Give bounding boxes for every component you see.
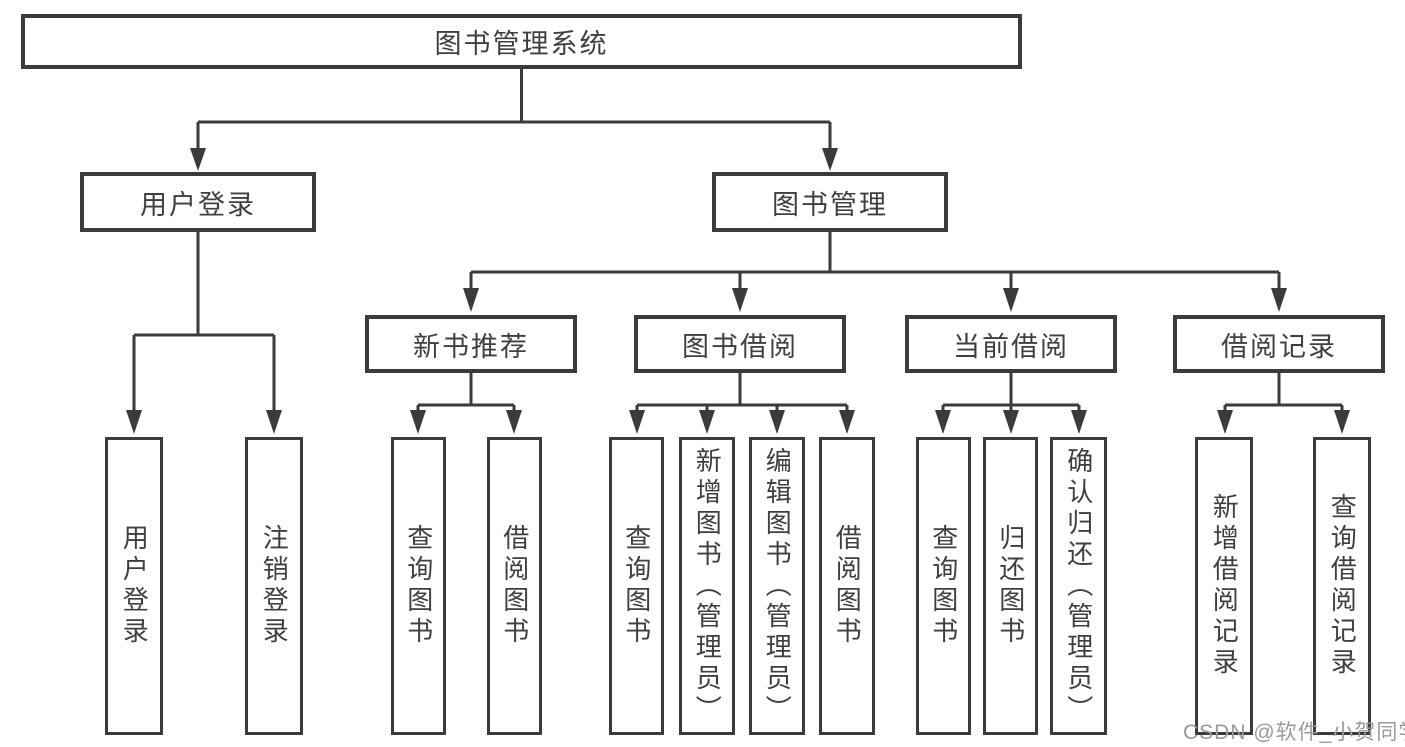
node-label: 借阅记录: [1221, 331, 1337, 362]
leaf-label: 确认归还（管理员）: [1063, 446, 1094, 726]
leaf-label: 编辑图书（管理员）: [762, 446, 793, 726]
leaf-label: 借阅图书: [832, 524, 863, 648]
leaf-borrow-books-2: 借阅图书: [819, 437, 875, 735]
leaf-label: 注销登录: [259, 524, 290, 648]
leaf-borrow-books-1: 借阅图书: [487, 437, 542, 735]
leaf-query-borrow-record: 查询借阅记录: [1313, 437, 1371, 735]
node-label: 用户登录: [140, 189, 256, 220]
leaf-label: 借阅图书: [499, 524, 530, 648]
node-label: 图书管理: [772, 189, 888, 220]
leaf-label: 查询图书: [403, 524, 434, 648]
leaf-confirm-return-admin: 确认归还（管理员）: [1050, 437, 1107, 735]
node-book-management: 图书管理: [712, 172, 948, 232]
leaf-query-books-3: 查询图书: [916, 437, 971, 735]
node-book-borrowing: 图书借阅: [634, 315, 846, 373]
leaf-query-books-1: 查询图书: [391, 437, 446, 735]
leaf-label: 查询图书: [621, 524, 652, 648]
node-user-login: 用户登录: [80, 172, 316, 232]
leaf-label: 用户登录: [119, 524, 150, 648]
leaf-logout: 注销登录: [245, 437, 303, 735]
leaf-user-login: 用户登录: [105, 437, 163, 735]
node-borrowing-records: 借阅记录: [1173, 315, 1385, 373]
leaf-label: 新增图书（管理员）: [692, 446, 723, 726]
node-current-borrowing: 当前借阅: [905, 315, 1117, 373]
node-library-management-system: 图书管理系统: [21, 14, 1022, 69]
leaf-edit-books-admin: 编辑图书（管理员）: [749, 437, 805, 735]
leaf-label: 查询图书: [928, 524, 959, 648]
leaf-add-books-admin: 新增图书（管理员）: [679, 437, 735, 735]
node-label: 图书借阅: [682, 331, 798, 362]
leaf-return-books: 归还图书: [983, 437, 1038, 735]
node-new-book-recommend: 新书推荐: [365, 315, 577, 373]
leaf-label: 查询借阅记录: [1327, 493, 1358, 679]
leaf-label: 归还图书: [995, 524, 1026, 648]
node-label: 图书管理系统: [434, 29, 609, 59]
watermark: CSDN @软件_小贺同学: [1183, 721, 1405, 744]
arrowheads: [126, 148, 1350, 434]
leaf-query-books-2: 查询图书: [609, 437, 664, 735]
leaf-label: 新增借阅记录: [1209, 493, 1240, 679]
node-label: 当前借阅: [953, 331, 1069, 362]
node-label: 新书推荐: [413, 331, 529, 362]
leaf-add-borrow-record: 新增借阅记录: [1195, 437, 1253, 735]
